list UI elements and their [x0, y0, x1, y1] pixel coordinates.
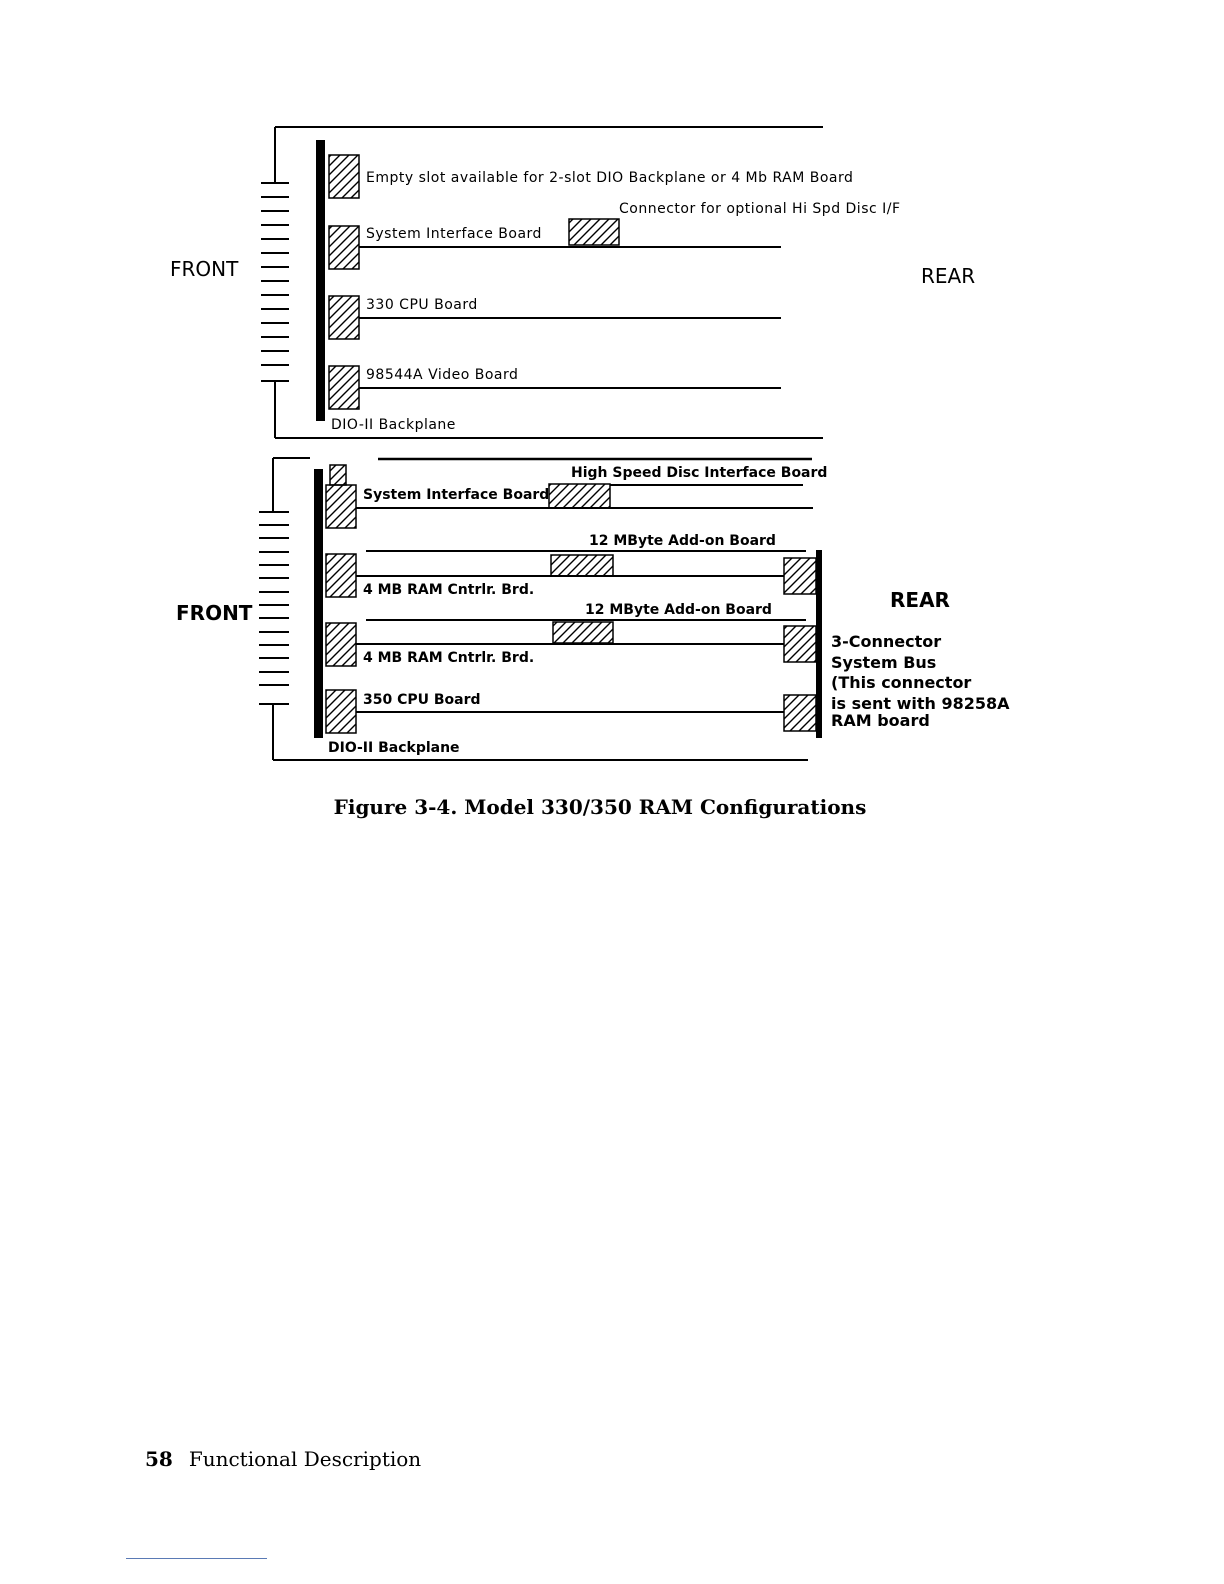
connector-label: Connector for optional Hi Spd Disc I/F: [619, 201, 901, 217]
backplane-label: DIO-II Backplane: [328, 740, 460, 756]
front-label: FRONT: [170, 257, 239, 281]
board-lines: [359, 246, 781, 389]
page-number: 58: [145, 1447, 173, 1471]
addon-board-2-label: 12 MByte Add-on Board: [585, 602, 772, 618]
backplane-bar: [316, 140, 325, 421]
bus-connector-3: [783, 694, 817, 732]
bus-note-line: 3-Connector: [831, 632, 941, 651]
bus-note-line: is sent with 98258A: [831, 694, 1010, 713]
front-vent-ribs: [261, 182, 289, 382]
section-title: Functional Description: [188, 1447, 422, 1471]
addon-1-connector: [550, 554, 614, 577]
rear-label: REAR: [921, 264, 975, 288]
ram-configuration-diagram: FRONT REAR Empty slot available for 2-sl…: [170, 126, 1010, 761]
ram-controller-1-label: 4 MB RAM Cntrlr. Brd.: [363, 582, 534, 598]
addon-board-1-label: 12 MByte Add-on Board: [589, 533, 776, 549]
hsdi-label: High Speed Disc Interface Board: [571, 465, 827, 481]
system-bus-bar: [816, 550, 822, 738]
video-board-label: 98544A Video Board: [366, 367, 518, 383]
chassis-frame: [274, 126, 823, 439]
ram-controller-2-label: 4 MB RAM Cntrlr. Brd.: [363, 650, 534, 666]
backplane-label: DIO-II Backplane: [331, 417, 456, 433]
model-330-diagram: FRONT REAR Empty slot available for 2-sl…: [170, 126, 975, 439]
rear-label: REAR: [890, 588, 950, 612]
backplane-bar: [314, 469, 323, 738]
board-lines: [356, 484, 813, 713]
figure-caption: Figure 3-4. Model 330/350 RAM Configurat…: [333, 795, 867, 819]
empty-slot-label: Empty slot available for 2-slot DIO Back…: [366, 170, 853, 186]
slot-connectors: [328, 154, 620, 410]
bus-note-line: System Bus: [831, 653, 936, 672]
addon-2-connector: [552, 621, 614, 644]
front-vent-ribs: [259, 511, 289, 705]
system-bus-note: 3-Connector System Bus (This connector i…: [831, 632, 1010, 730]
cpu-board-label: 350 CPU Board: [363, 692, 481, 708]
system-interface-label: System Interface Board: [366, 226, 542, 242]
model-350-diagram: FRONT REAR High Speed Disc Interface Boa…: [176, 457, 1010, 761]
hi-spd-connector: [568, 218, 620, 246]
bus-note-line: RAM board: [831, 711, 930, 730]
footer-rule: [126, 1558, 267, 1559]
page-footer: 58 Functional Description: [145, 1447, 421, 1471]
bus-connector-2: [783, 625, 817, 663]
front-label: FRONT: [176, 601, 253, 625]
cpu-board-label: 330 CPU Board: [366, 297, 478, 313]
system-interface-label: System Interface Board: [363, 487, 549, 503]
hsdi-connector: [548, 483, 611, 509]
bus-connector-1: [783, 557, 817, 595]
chassis-frame: [272, 457, 812, 761]
bus-note-line: (This connector: [831, 673, 971, 692]
